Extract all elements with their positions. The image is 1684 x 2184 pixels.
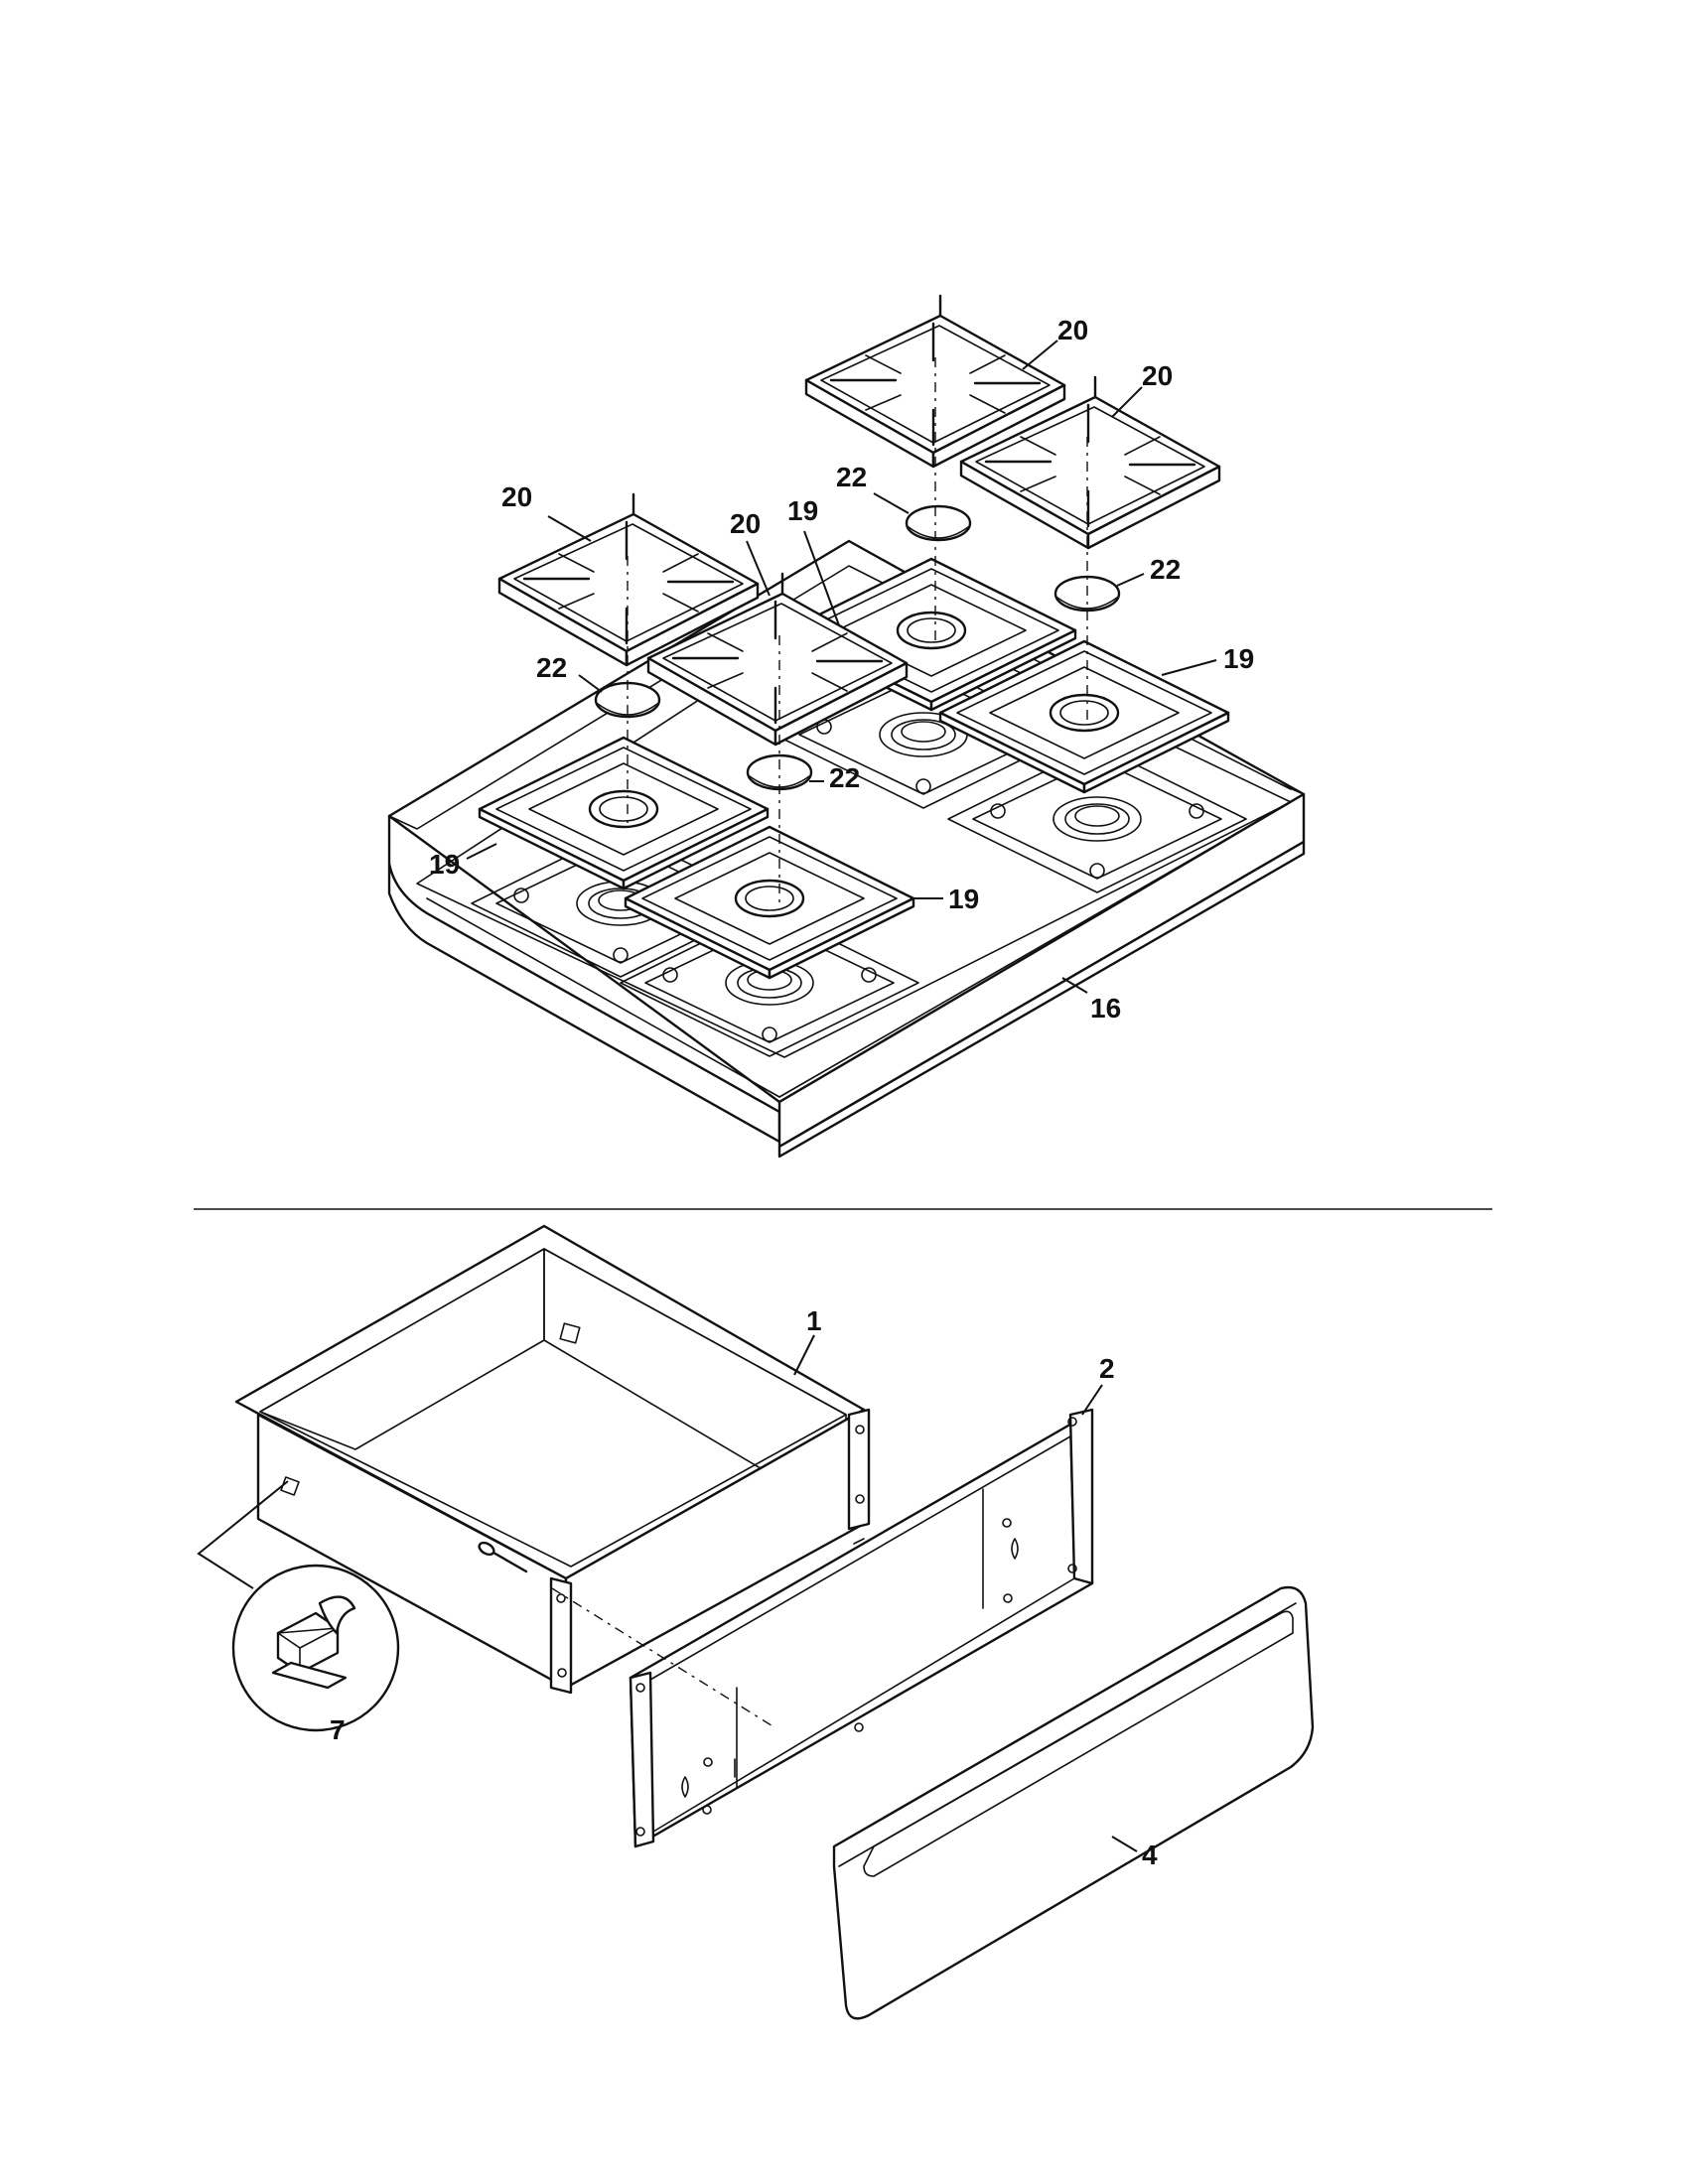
leader-16 xyxy=(1061,977,1088,994)
leader-19-c xyxy=(466,843,497,860)
leader-20-a xyxy=(1022,340,1058,370)
callout-22-b: 22 xyxy=(1150,554,1181,585)
callout-7: 7 xyxy=(330,1714,346,1745)
leader-19-a xyxy=(803,530,840,626)
callout-22-a: 22 xyxy=(836,462,867,492)
leader-22-a xyxy=(873,492,910,514)
callout-22-c: 22 xyxy=(536,652,567,683)
leader-22-c xyxy=(578,674,603,693)
drawer-latch-detail xyxy=(231,1564,400,1732)
callout-19-b: 19 xyxy=(1223,643,1254,674)
callout-16: 16 xyxy=(1090,993,1121,1024)
leader-7-bracket xyxy=(197,1480,289,1589)
callout-20-b: 20 xyxy=(1142,360,1173,391)
callout-19-a: 19 xyxy=(787,495,818,526)
leader-20-b xyxy=(1111,386,1143,418)
callout-20-d: 20 xyxy=(730,508,761,539)
callout-19-d: 19 xyxy=(948,884,979,914)
burner-cap-right-rear xyxy=(905,504,972,542)
leader-2 xyxy=(1081,1384,1103,1416)
leader-22-b xyxy=(1116,573,1145,587)
leader-20-d xyxy=(746,540,771,597)
callout-1: 1 xyxy=(806,1305,822,1336)
callout-19-c: 19 xyxy=(429,849,460,880)
leader-4 xyxy=(1111,1836,1138,1852)
leader-20-c xyxy=(547,515,592,542)
callout-22-d: 22 xyxy=(829,762,860,793)
drawer-assembly: 1 2 4 7 xyxy=(197,1224,1315,2020)
leader-1 xyxy=(793,1334,815,1376)
centerline-drawer xyxy=(551,1587,775,1728)
callout-20-c: 20 xyxy=(501,481,532,512)
callout-2: 2 xyxy=(1099,1353,1115,1384)
callout-20-a: 20 xyxy=(1057,315,1088,345)
drawer-box xyxy=(234,1224,871,1695)
drawer-front-panel xyxy=(832,1585,1315,2020)
callout-4: 4 xyxy=(1142,1840,1158,1870)
cooktop-assembly: 20 20 20 20 19 19 19 19 22 22 22 22 16 xyxy=(387,294,1306,1159)
leader-19-b xyxy=(1161,659,1217,676)
